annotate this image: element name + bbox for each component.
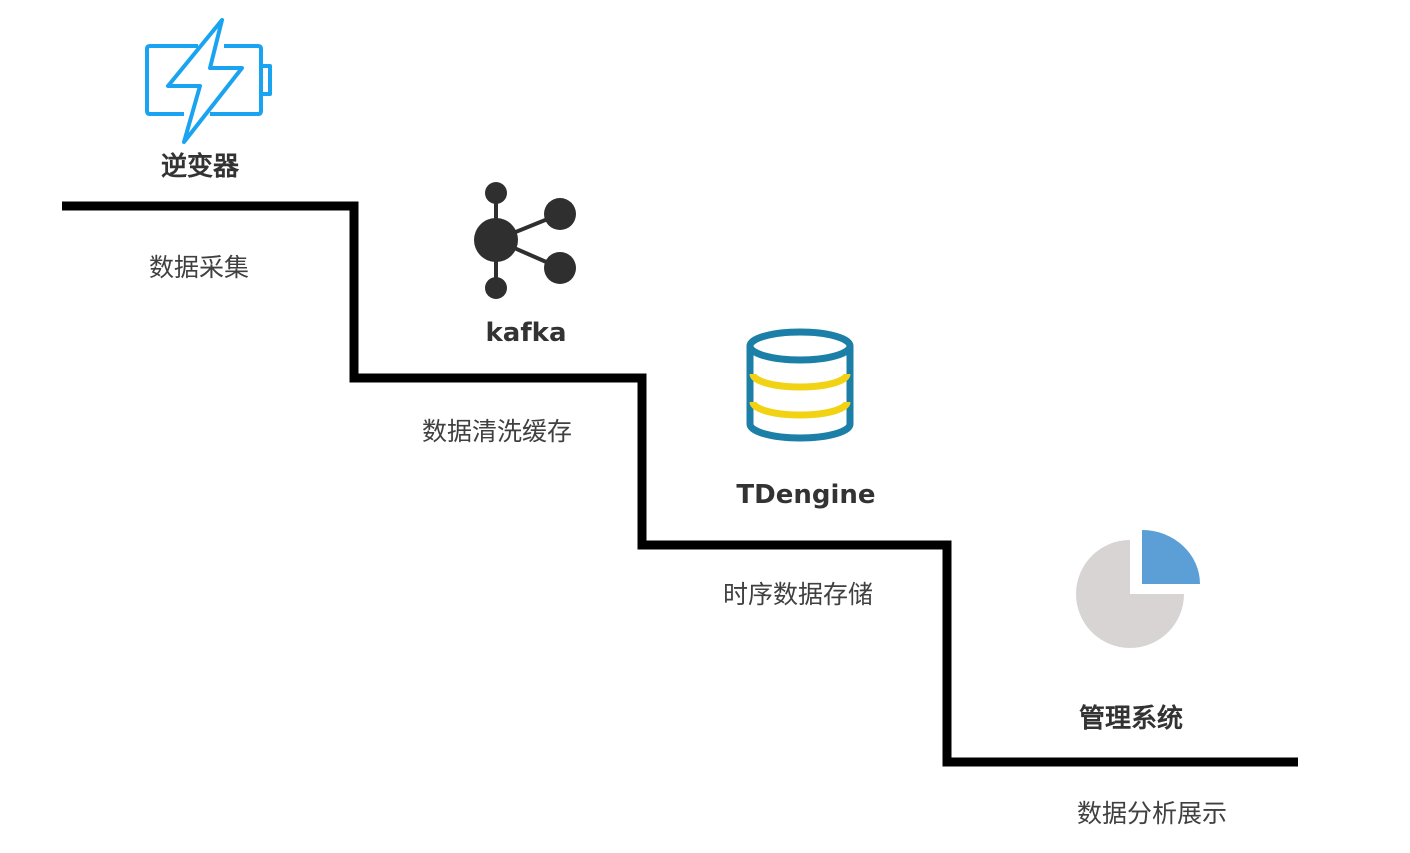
stage-description-tdengine: 时序数据存储 bbox=[722, 580, 874, 609]
pie-chart-icon bbox=[1070, 524, 1210, 660]
kafka-network-icon bbox=[470, 178, 582, 308]
stage-description-inverter: 数据采集 bbox=[148, 253, 250, 282]
database-cylinder-icon bbox=[740, 326, 860, 450]
stage-description-kafka: 数据清洗缓存 bbox=[421, 417, 573, 446]
stage-title-tdengine: TDengine bbox=[736, 480, 876, 510]
lightning-battery-icon bbox=[140, 16, 280, 150]
stage-description-management: 数据分析展示 bbox=[1076, 799, 1228, 828]
stage-title-kafka: kafka bbox=[485, 318, 567, 348]
stage-title-inverter: 逆变器 bbox=[160, 152, 240, 182]
stage-title-management: 管理系统 bbox=[1078, 704, 1184, 734]
